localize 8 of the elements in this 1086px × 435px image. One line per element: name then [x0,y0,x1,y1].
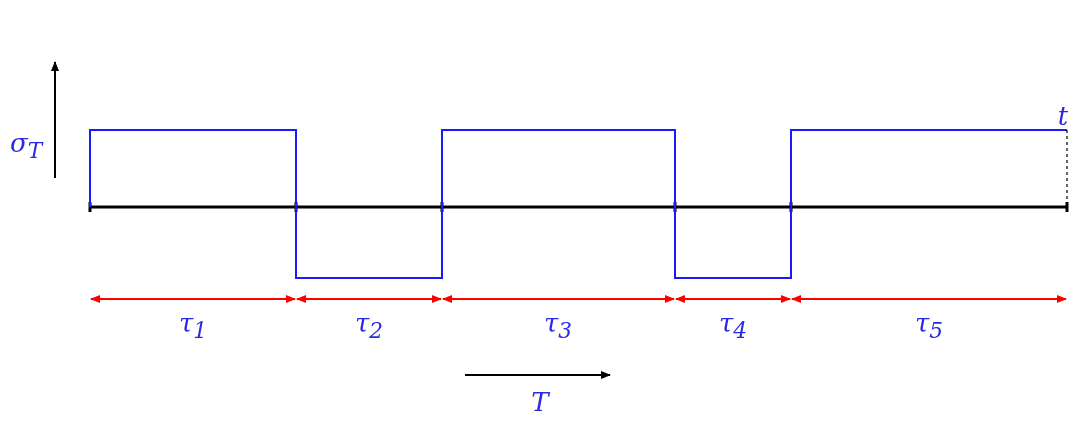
axis-label: σ$_{T}$ [9,130,43,162]
dimension-label: τ$_{1}$ [178,310,208,342]
axis-label: T [531,389,549,415]
axis-label: t [1057,103,1069,129]
dimension-label: τ$_{2}$ [354,310,384,342]
dimension-label: τ$_{4}$ [718,310,748,342]
dimension-label: τ$_{3}$ [543,310,573,342]
dimension-label: τ$_{5}$ [914,310,944,342]
